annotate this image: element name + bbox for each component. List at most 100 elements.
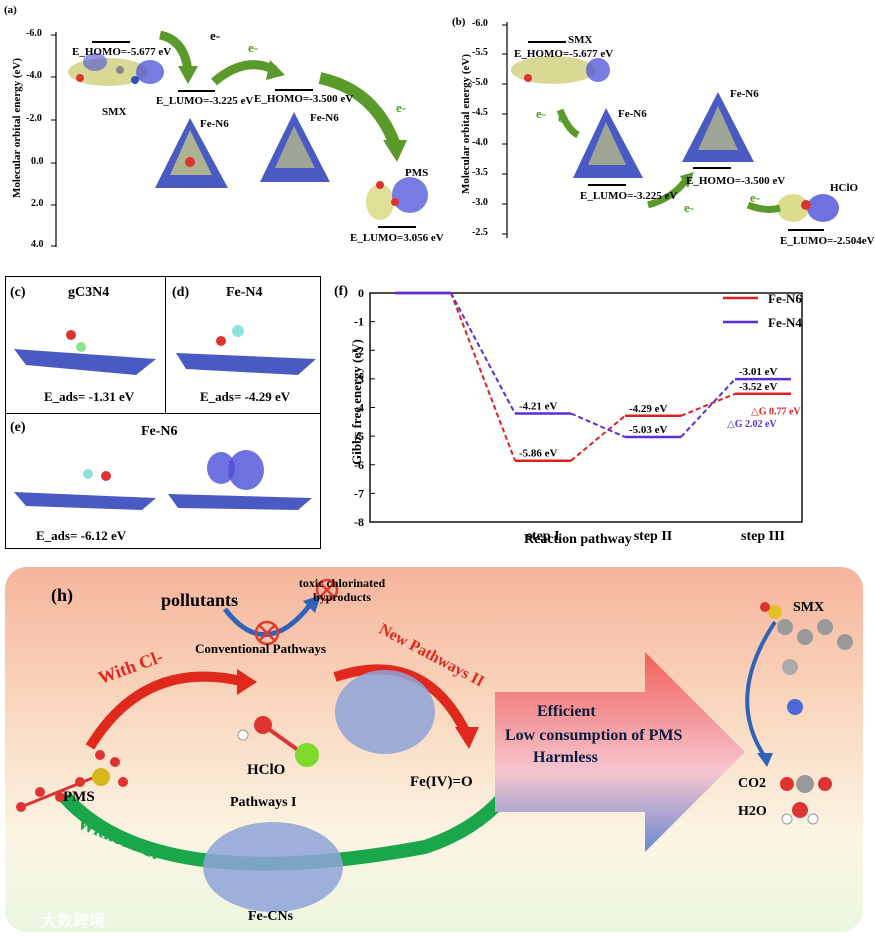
y-tick-label: -2 xyxy=(354,343,364,357)
panel-e-label: (e) xyxy=(10,420,26,435)
panel-b-electron-3: e- xyxy=(684,200,695,215)
big-arrow xyxy=(495,652,745,852)
fecns-label: Fe-CNs xyxy=(248,909,294,924)
toxic-label: toxic chlorinated byproducts xyxy=(298,576,386,604)
panel-c-label: (c) xyxy=(10,285,26,300)
gc3n4-sheet xyxy=(14,330,156,375)
catalyst-sheet-lower xyxy=(203,822,343,912)
panel-a-ytick-0: -6.0 xyxy=(26,28,42,39)
pms-molecule-a xyxy=(366,177,428,220)
hclo-label-h: HClO xyxy=(247,762,286,778)
h2o-label: H2O xyxy=(738,804,767,819)
panel-c-eads: E_ads= -1.31 eV xyxy=(44,389,135,404)
panel-a-pms: PMS xyxy=(405,167,429,179)
panel-b-ytick-1: -5.5 xyxy=(472,47,488,58)
fe-n6-molecule-a2 xyxy=(260,112,330,182)
x-tick-label: step I xyxy=(526,529,559,544)
fe-n6-value-label: -4.29 eV xyxy=(629,403,668,415)
panel-a-fe-homo: E_HOMO=-3.500 eV xyxy=(254,93,354,105)
panel-c: (c) gC3N4 E_ads= -1.31 eV xyxy=(5,276,166,414)
y-tick-label: -3 xyxy=(354,372,364,386)
panel-b-electron-1: e- xyxy=(536,106,547,121)
panel-f-xlabel: Reaction pathway xyxy=(524,532,632,547)
fe-n6-molecule-b2 xyxy=(682,92,754,162)
catalyst-sheet-upper xyxy=(335,670,435,754)
panel-f: (f) Gibbs free energy (eV) 0-1-2-3-4-5-6… xyxy=(328,276,863,550)
panel-a-ytick-2: -2.0 xyxy=(26,113,42,124)
panel-a-smx: SMX xyxy=(102,106,127,118)
panel-e-title: Fe-N6 xyxy=(141,424,178,439)
fe-n4-sheet xyxy=(176,325,316,375)
panel-b-smx: SMX xyxy=(568,34,593,46)
fe-n4-value-label: -4.21 eV xyxy=(519,401,558,413)
panel-a-label: (a) xyxy=(4,4,17,16)
h2o-molecule xyxy=(781,802,819,825)
arrow-line-3: Harmless xyxy=(533,749,598,766)
pathways-i-label: Pathways I xyxy=(230,795,297,810)
hclo-molecule-h xyxy=(237,716,319,767)
panel-b-ytick-4: -4.0 xyxy=(472,137,488,148)
panel-b-smx-homo: E_HOMO=-5.677 eV xyxy=(514,48,614,60)
fe-n6-connector xyxy=(570,415,626,462)
panel-a: (a) Molecular orbital energy (eV) xyxy=(0,0,444,250)
panel-e: (e) Fe-N6 E_ads= -6.12 eV xyxy=(5,413,321,549)
panel-b-electron-2: e- xyxy=(558,110,569,125)
fe-n4-connector xyxy=(450,292,516,414)
x-tick-label: step II xyxy=(634,529,673,544)
panel-b-ytick-3: -4.5 xyxy=(472,107,488,118)
arrow-line-1: Efficient xyxy=(537,703,596,720)
panel-b-electron-4: e- xyxy=(750,190,761,205)
conventional-label: Conventional Pathways xyxy=(195,641,327,656)
delta-g-fe-n4: △G 2.02 eV xyxy=(727,419,777,430)
panel-d-label: (d) xyxy=(172,285,190,300)
smx-molecule-a xyxy=(68,53,164,86)
fe-n6-molecule-b1 xyxy=(573,108,643,178)
y-tick-label: -7 xyxy=(354,486,364,500)
panel-a-ytick-3: 0.0 xyxy=(31,156,44,167)
panel-a-electron-3: e- xyxy=(396,100,407,115)
panel-a-electron-1: e- xyxy=(210,28,221,43)
panel-a-fe-name-1: Fe-N6 xyxy=(200,118,229,130)
y-tick-label: -6 xyxy=(354,458,364,472)
panel-d: (d) Fe-N4 E_ads= -4.29 eV xyxy=(165,276,321,414)
smx-label-h: SMX xyxy=(793,600,825,615)
panel-b-ytick-2: -5.0 xyxy=(472,77,488,88)
pms-label-h: PMS xyxy=(63,789,95,805)
fe-n6-connector xyxy=(450,292,516,462)
y-tick-label: -5 xyxy=(354,429,364,443)
delta-g-fe-n6: △G 0.77 eV xyxy=(751,406,801,417)
y-tick-label: 0 xyxy=(358,286,364,300)
fe-n6-value-label: -3.52 eV xyxy=(739,381,778,393)
panel-b-ytick-5: -3.5 xyxy=(472,167,488,178)
panel-c-title: gC3N4 xyxy=(68,285,110,300)
panel-b-ytick-0: -6.0 xyxy=(472,18,488,29)
panel-b: (b) Molecular orbital energy (eV) xyxy=(448,0,875,250)
fe-n4-value-label: -5.03 eV xyxy=(629,424,668,436)
panel-a-ytick-1: -4.0 xyxy=(26,70,42,81)
panel-a-axis xyxy=(51,30,428,247)
fe-n4-connector xyxy=(570,412,626,438)
panel-b-ytick-7: -2.5 xyxy=(472,227,488,238)
pms-molecule-h xyxy=(16,750,128,812)
feiv-label: Fe(IV)=O xyxy=(410,774,473,790)
y-tick-label: -4 xyxy=(354,401,364,415)
pollutants-label: pollutants xyxy=(161,590,239,610)
panel-a-ytick-5: 4.0 xyxy=(31,239,44,250)
x-tick-label: step III xyxy=(741,529,785,544)
smx-molecule-b xyxy=(511,56,610,84)
gibbs-frame xyxy=(369,292,803,523)
arrow-line-2: Low consumption of PMS xyxy=(505,727,683,744)
hclo-molecule-b xyxy=(777,194,839,222)
legend-label: Fe-N4 xyxy=(768,315,802,330)
panel-h-graphics xyxy=(16,578,853,912)
panel-a-pms-lumo: E_LUMO=3.056 eV xyxy=(350,232,444,244)
co2-label: CO2 xyxy=(738,776,766,791)
fe-n4-connector xyxy=(680,378,736,438)
fe-n6-sheet-pair xyxy=(14,450,312,510)
panel-f-label: (f) xyxy=(334,284,348,299)
panel-b-axis xyxy=(502,22,839,238)
panel-b-hclo: HClO xyxy=(830,182,859,194)
smx-molecule-h xyxy=(760,602,853,715)
panel-a-fe-lumo: E_LUMO=-3.225 eV xyxy=(156,95,254,107)
